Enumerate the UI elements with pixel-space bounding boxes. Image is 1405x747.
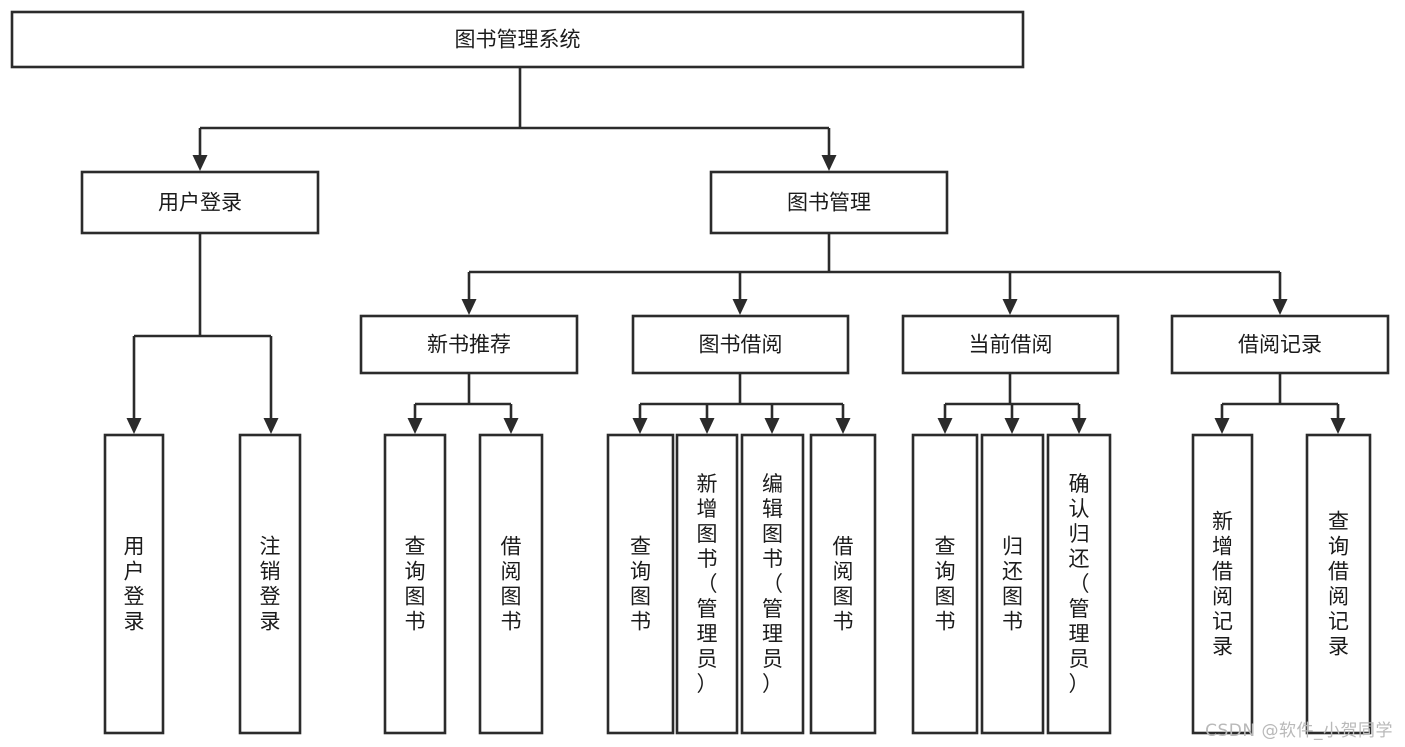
node-label: 确认归还（管理员） bbox=[1069, 472, 1090, 696]
node-box bbox=[80, 170, 320, 235]
node-label: 图书管理 bbox=[787, 191, 871, 215]
node-current-borrow[interactable]: 当前借阅 bbox=[901, 314, 1120, 375]
connector-arrowhead bbox=[764, 418, 780, 434]
node-box bbox=[675, 433, 739, 735]
connector-arrowhead bbox=[503, 418, 519, 434]
csdn-watermark: CSDN @软件_小贺同学 bbox=[1205, 721, 1393, 741]
connector-arrowhead bbox=[1002, 299, 1018, 315]
node-leaf-edit-book[interactable]: 编辑图书（管理员） bbox=[740, 433, 805, 735]
node-label: 新增图书（管理员） bbox=[697, 472, 718, 696]
node-box bbox=[980, 433, 1045, 735]
connector-book-borrow-to-leaves bbox=[632, 373, 851, 434]
connector-root-to-level2 bbox=[192, 67, 837, 171]
node-box bbox=[103, 433, 165, 735]
node-box bbox=[383, 433, 447, 735]
node-leaf-add-book[interactable]: 新增图书（管理员） bbox=[675, 433, 739, 735]
connector-arrowhead bbox=[1272, 299, 1288, 315]
node-label: 借阅图书 bbox=[501, 535, 522, 634]
connector-arrowhead bbox=[1004, 418, 1020, 434]
node-box bbox=[1305, 433, 1372, 735]
node-box bbox=[740, 433, 805, 735]
node-label: 查询图书 bbox=[935, 535, 956, 634]
node-leaf-query-record[interactable]: 查询借阅记录 bbox=[1305, 433, 1372, 735]
node-label: 查询借阅记录 bbox=[1328, 510, 1349, 659]
node-box bbox=[238, 433, 302, 735]
node-label: 新增借阅记录 bbox=[1212, 510, 1233, 659]
node-leaf-user-login[interactable]: 用户登录 bbox=[103, 433, 165, 735]
node-box bbox=[901, 314, 1120, 375]
node-box bbox=[359, 314, 579, 375]
node-leaf-query-book-current[interactable]: 查询图书 bbox=[911, 433, 979, 735]
connector-arrowhead bbox=[632, 418, 648, 434]
node-leaf-user-logout[interactable]: 注销登录 bbox=[238, 433, 302, 735]
node-leaf-query-book-borrow[interactable]: 查询图书 bbox=[606, 433, 675, 735]
connector-arrowhead bbox=[937, 418, 953, 434]
node-box bbox=[1046, 433, 1112, 735]
node-box bbox=[606, 433, 675, 735]
connector-arrowhead bbox=[192, 155, 208, 171]
connector-arrowhead bbox=[461, 299, 477, 315]
connectors-layer bbox=[126, 67, 1346, 434]
node-label: 查询图书 bbox=[405, 535, 426, 634]
node-label: 查询图书 bbox=[630, 535, 651, 634]
node-leaf-borrow-book[interactable]: 借阅图书 bbox=[809, 433, 877, 735]
node-box bbox=[1170, 314, 1390, 375]
connector-book-manage-to-level3 bbox=[461, 233, 1288, 315]
node-label: 借阅记录 bbox=[1238, 333, 1322, 357]
connector-current-borrow-to-leaves bbox=[937, 373, 1087, 434]
connector-arrowhead bbox=[732, 299, 748, 315]
node-label: 图书借阅 bbox=[699, 333, 783, 357]
node-box bbox=[809, 433, 877, 735]
node-label: 注销登录 bbox=[260, 535, 281, 634]
connector-arrowhead bbox=[1071, 418, 1087, 434]
connector-new-book-rec-to-leaves bbox=[407, 373, 519, 434]
node-box bbox=[1191, 433, 1254, 735]
node-label: 图书管理系统 bbox=[455, 28, 581, 52]
node-label: 编辑图书（管理员） bbox=[762, 472, 783, 696]
node-leaf-add-record[interactable]: 新增借阅记录 bbox=[1191, 433, 1254, 735]
connector-arrowhead bbox=[835, 418, 851, 434]
connector-arrowhead bbox=[263, 418, 279, 434]
connector-arrowhead bbox=[407, 418, 423, 434]
node-label: 当前借阅 bbox=[969, 333, 1053, 357]
node-box bbox=[911, 433, 979, 735]
node-book-manage[interactable]: 图书管理 bbox=[709, 170, 949, 235]
connector-arrowhead bbox=[699, 418, 715, 434]
connector-borrow-record-to-leaves bbox=[1214, 373, 1346, 434]
node-leaf-borrow-book-rec[interactable]: 借阅图书 bbox=[478, 433, 544, 735]
node-leaf-return-book[interactable]: 归还图书 bbox=[980, 433, 1045, 735]
node-box bbox=[631, 314, 850, 375]
connector-arrowhead bbox=[126, 418, 142, 434]
connector-arrowhead bbox=[821, 155, 837, 171]
node-leaf-confirm-return[interactable]: 确认归还（管理员） bbox=[1046, 433, 1112, 735]
node-borrow-record[interactable]: 借阅记录 bbox=[1170, 314, 1390, 375]
node-box bbox=[709, 170, 949, 235]
node-new-book-rec[interactable]: 新书推荐 bbox=[359, 314, 579, 375]
node-label: 新书推荐 bbox=[427, 333, 511, 357]
node-label: 用户登录 bbox=[124, 535, 145, 634]
node-box bbox=[478, 433, 544, 735]
connector-arrowhead bbox=[1330, 418, 1346, 434]
node-book-borrow[interactable]: 图书借阅 bbox=[631, 314, 850, 375]
node-label: 用户登录 bbox=[158, 191, 242, 215]
node-label: 归还图书 bbox=[1002, 535, 1023, 634]
nodes-layer: 图书管理系统用户登录图书管理新书推荐图书借阅当前借阅借阅记录用户登录注销登录查询… bbox=[10, 10, 1390, 735]
node-user-login[interactable]: 用户登录 bbox=[80, 170, 320, 235]
connector-user-login-to-leaves bbox=[126, 233, 279, 434]
node-leaf-query-book-rec[interactable]: 查询图书 bbox=[383, 433, 447, 735]
connector-arrowhead bbox=[1214, 418, 1230, 434]
node-label: 借阅图书 bbox=[833, 535, 854, 634]
node-box bbox=[10, 10, 1025, 69]
node-root[interactable]: 图书管理系统 bbox=[10, 10, 1025, 69]
